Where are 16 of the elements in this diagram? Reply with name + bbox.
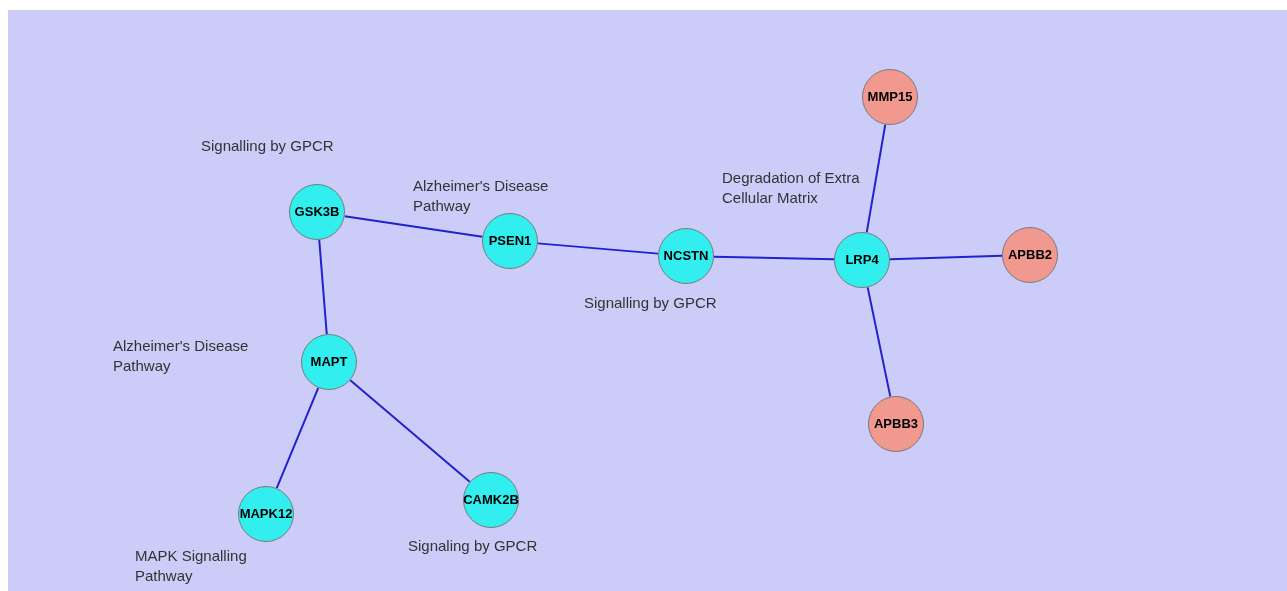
connector-line (866, 286, 892, 398)
connector-line (318, 238, 328, 336)
connector-line (536, 242, 660, 255)
pathway-label: Alzheimer's Disease Pathway (113, 336, 250, 376)
connector-line (889, 254, 1003, 261)
pathway-label: Signalling by GPCR (201, 136, 335, 156)
connector-line (343, 215, 484, 238)
pathway-label: MAPK Signalling Pathway (135, 546, 248, 586)
connector-line (275, 386, 320, 490)
connector-line (349, 379, 471, 483)
pathway-label: Alzheimer's Disease Pathway (413, 176, 550, 216)
connector-line (865, 123, 887, 234)
pathway-label: Signalling by GPCR (584, 293, 718, 313)
pathway-label: Signaling by GPCR (408, 536, 539, 556)
pathway-label: Degradation of Extra Cellular Matrix (722, 168, 861, 208)
connector-line (713, 255, 835, 261)
